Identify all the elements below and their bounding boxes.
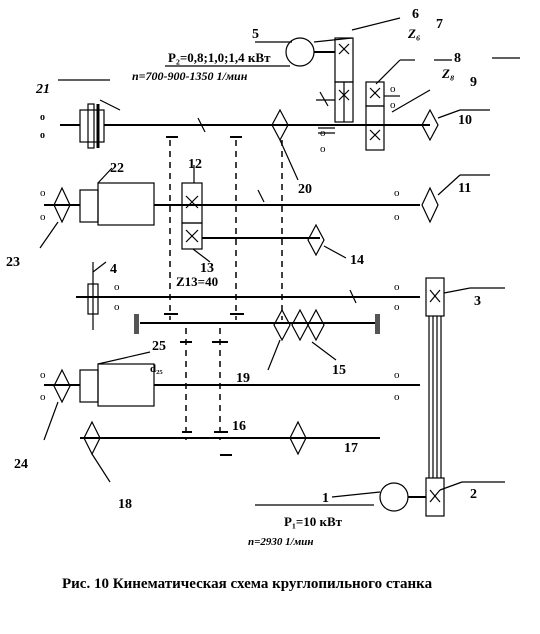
svg-text:o: o (390, 83, 396, 95)
motor-1-number: 1 (322, 491, 329, 506)
shaft-main (76, 262, 420, 334)
callout-15: 15 (332, 363, 346, 378)
callout-14: 14 (350, 253, 364, 268)
motor-5 (285, 37, 430, 151)
svg-text:o: o (394, 281, 400, 293)
svg-text:o: o (40, 130, 45, 141)
bearings: oo oo oo oo oo oo oo oo (40, 83, 400, 403)
svg-text:o: o (394, 211, 400, 223)
svg-text:o: o (114, 281, 120, 293)
svg-text:o: o (390, 99, 396, 111)
callout-25: 25 (152, 339, 166, 354)
callout-6: 6 (412, 7, 419, 22)
svg-text:o: o (40, 211, 46, 223)
callout-13: 13 (200, 261, 214, 276)
shaft-top: o o (40, 103, 420, 149)
svg-text:o: o (40, 391, 46, 403)
callout-19: 19 (236, 371, 250, 386)
svg-text:o: o (394, 369, 400, 381)
label-z13: Z13=40 (176, 274, 218, 289)
label-z8: Z₈ (441, 66, 454, 81)
callout-12: 12 (188, 157, 202, 172)
callout-17: 17 (344, 441, 358, 456)
callout-16: 16 (232, 419, 246, 434)
svg-text:o: o (40, 369, 46, 381)
callout-21: 21 (35, 82, 50, 97)
svg-text:o: o (40, 187, 46, 199)
callout-11: 11 (458, 181, 471, 196)
svg-text:o: o (40, 112, 45, 123)
callout-8: 8 (454, 51, 461, 66)
svg-text:o: o (394, 301, 400, 313)
motor-5-number: 5 (252, 27, 259, 42)
belt-drive (379, 277, 445, 517)
callout-3: 3 (474, 294, 481, 309)
motor-5-speed: n=700-900-1350 1/мин (132, 69, 248, 83)
gear-columns (164, 136, 283, 456)
motor-5-power: P₂=0,8;1,0;1,4 кВт (168, 50, 271, 65)
callout-18: 18 (118, 497, 132, 512)
couplings (53, 108, 439, 456)
shaft-25 (44, 363, 420, 407)
motor-1-speed: n=2930 1/мин (248, 536, 313, 548)
svg-text:o: o (394, 187, 400, 199)
callout-22: 22 (110, 161, 124, 176)
leader-lines (39, 17, 471, 498)
callout-2: 2 (470, 487, 477, 502)
callout-9: 9 (470, 75, 477, 90)
callout-10: 10 (458, 113, 472, 128)
svg-text:o: o (320, 143, 326, 155)
label-d25: d₂₅ (150, 363, 163, 375)
callout-23: 23 (6, 255, 20, 270)
callout-7: 7 (436, 17, 443, 32)
callout-24: 24 (14, 457, 28, 472)
svg-text:o: o (114, 301, 120, 313)
label-z6: Z₆ (407, 26, 421, 41)
callout-4: 4 (110, 262, 117, 277)
figure-caption: Рис. 10 Кинематическая схема круглопильн… (62, 576, 433, 592)
svg-text:o: o (320, 127, 326, 139)
motor-1-power: P₁=10 кВт (284, 514, 343, 529)
callout-20: 20 (298, 182, 312, 197)
svg-text:o: o (394, 391, 400, 403)
shaft-22 (44, 182, 420, 250)
